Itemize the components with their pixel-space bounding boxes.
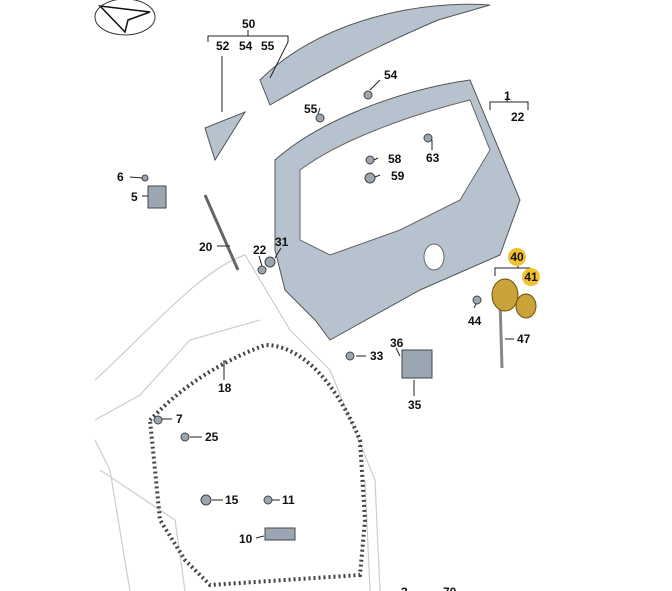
callout-33: 33 [370,349,384,363]
orientation-icon [94,0,156,36]
callout-58: 58 [388,152,402,166]
callout-44: 44 [468,314,482,328]
callout-52: 52 [216,39,230,53]
spoiler [259,3,491,106]
callout-63: 63 [426,151,440,165]
callout-35: 35 [408,398,422,412]
tailgate-seal [147,342,368,588]
tailgate-window-opening [299,99,491,256]
callout-25: 25 [205,430,219,444]
callout-41-highlighted: 41 [522,268,540,286]
rod [498,299,504,369]
callout-10: 10 [239,532,253,546]
spoiler-trim [204,110,247,162]
callout-54: 54 [384,68,398,82]
callout-11: 11 [282,493,295,507]
callout-5: 5 [131,190,138,204]
callout-6: 6 [117,170,124,184]
small-parts [141,90,482,541]
emblem-hole [423,243,445,271]
callout-59: 59 [391,169,405,183]
callout-55: 55 [304,102,318,116]
callout-50: 50 [242,17,256,31]
callout-40-highlighted: 40 [508,248,526,266]
callout-47: 47 [517,332,531,346]
callout-55: 55 [261,39,275,53]
callout-70: 70 [443,586,456,591]
callout-31: 31 [275,235,289,249]
callout-22: 22 [511,110,525,124]
callout-7: 7 [176,412,183,426]
emblem [515,293,537,319]
callout-22: 22 [253,243,267,257]
leader-lines [129,30,531,539]
callout-15: 15 [225,493,239,507]
callout-36: 36 [390,336,404,350]
callout-18: 18 [218,381,232,395]
callout-1: 1 [504,89,511,103]
callout-20: 20 [199,240,213,254]
gas-strut [203,194,240,271]
emblem-carrier [491,278,519,312]
callout-3: 3 [401,586,408,591]
callout-54: 54 [239,39,253,53]
car-body [94,254,381,591]
